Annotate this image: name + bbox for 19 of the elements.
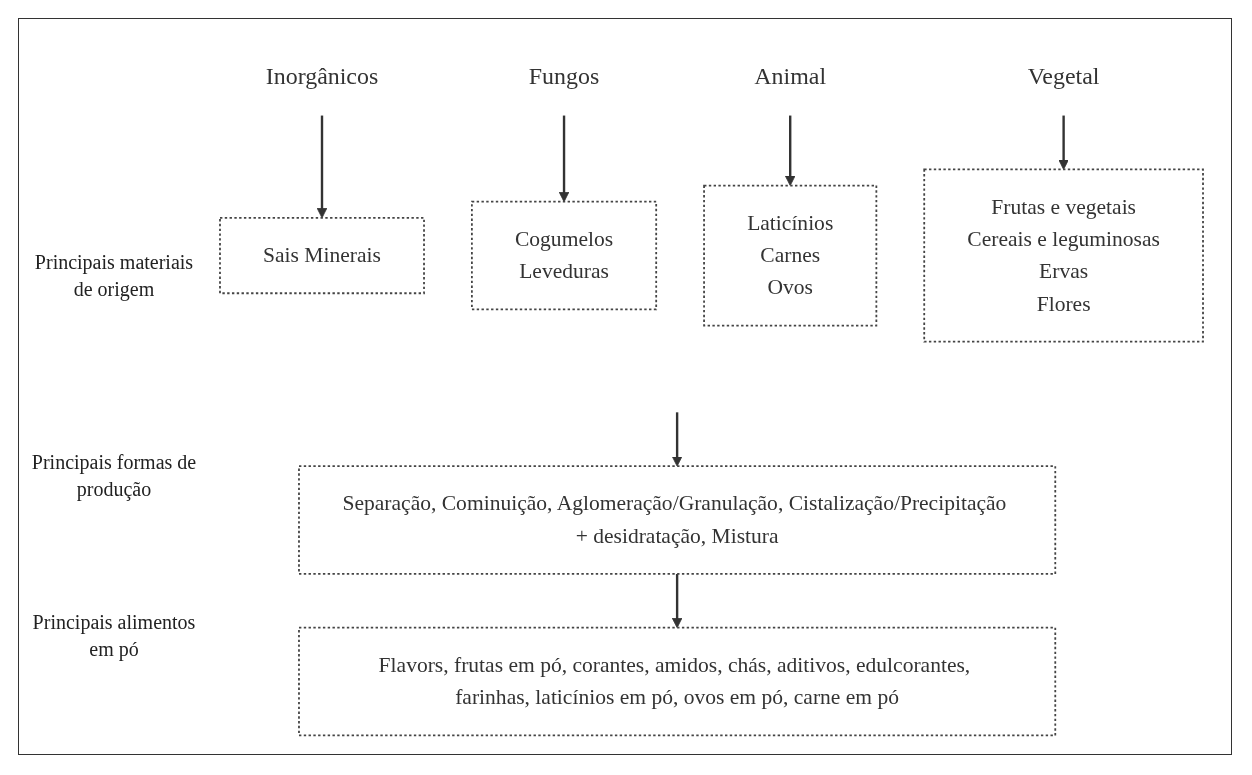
- row-label: Principais formas de produção: [30, 450, 198, 503]
- category-label: Inorgânicos: [265, 62, 379, 90]
- dotted-box: Frutas e vegetais Cereais e leguminosas Ervas Flores: [923, 168, 1204, 343]
- dotted-box: Laticínios Carnes Ovos: [703, 184, 878, 327]
- category-label: Animal: [754, 62, 827, 90]
- arrow: [784, 115, 796, 187]
- dotted-box: Cogumelos Leveduras: [471, 200, 658, 311]
- dotted-box: Sais Minerais: [219, 216, 425, 295]
- arrow: [671, 412, 683, 467]
- row-label: Principais materiais de origem: [33, 250, 195, 303]
- arrow: [1058, 115, 1069, 170]
- dotted-box: Separação, Cominuição, Aglomeração/Granulação, Cistalização/Precipitação + desidratação, Mistura: [298, 465, 1057, 575]
- arrow: [671, 573, 683, 629]
- dotted-box: Flavors, frutas em pó, corantes, amidos, chás, aditivos, edulcorantes, farinhas, laticínios em pó, ovos em pó, carne em pó: [298, 626, 1057, 737]
- arrow: [316, 115, 328, 219]
- row-label: Principais alimentos em pó: [31, 610, 197, 663]
- category-label: Fungos: [528, 62, 600, 90]
- arrow: [558, 115, 570, 203]
- category-label: Vegetal: [1027, 62, 1100, 90]
